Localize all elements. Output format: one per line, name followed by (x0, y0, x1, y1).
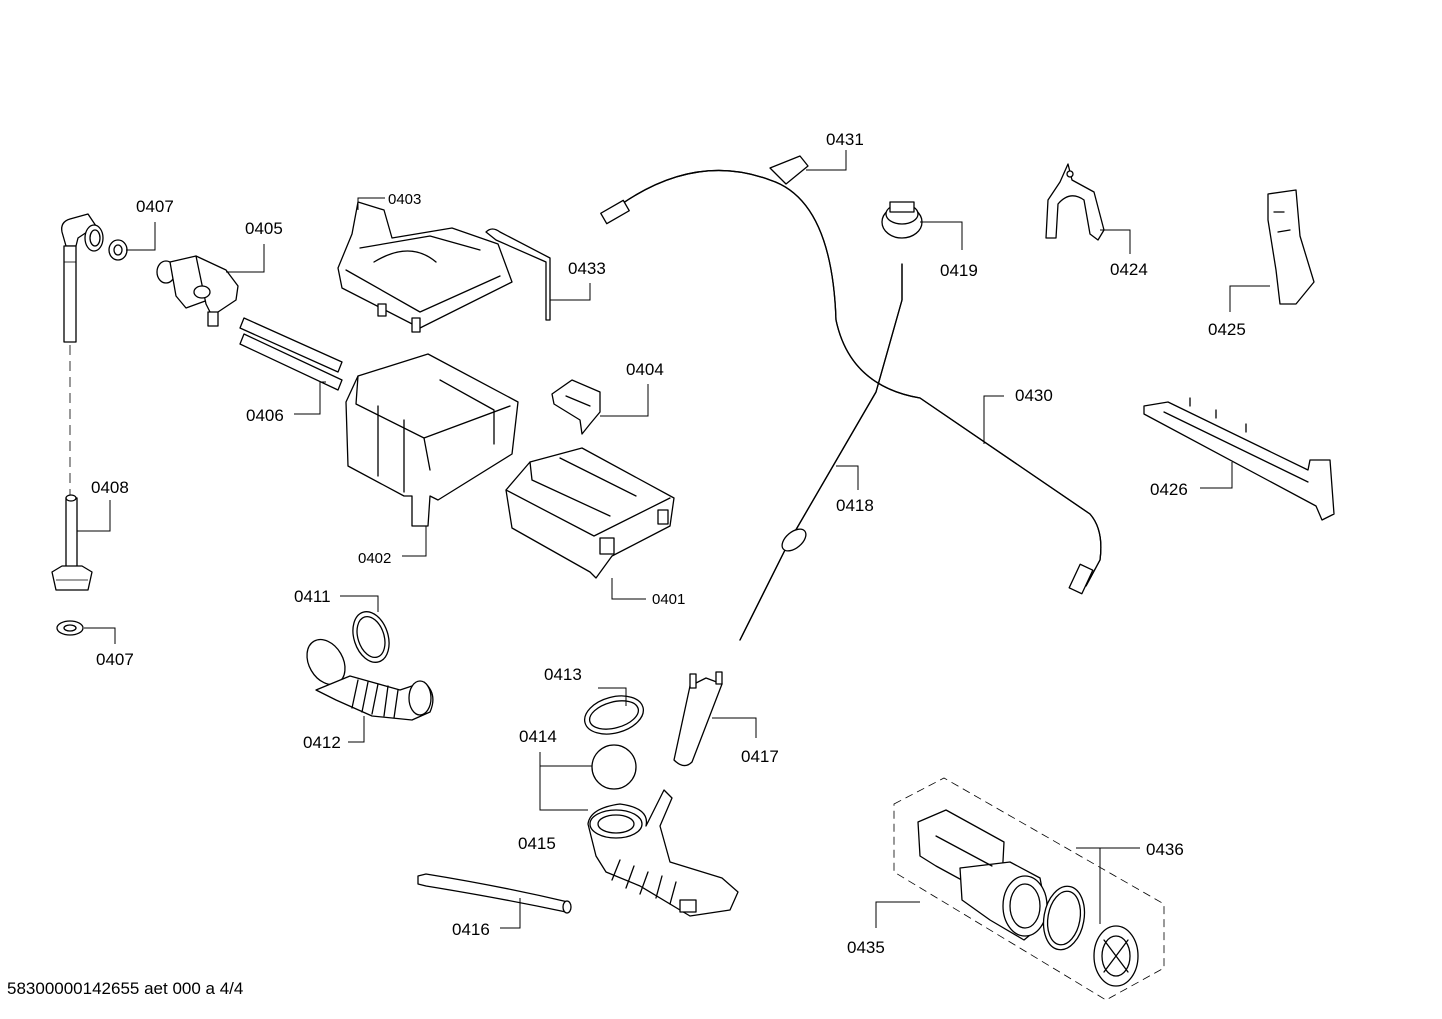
label-0415: 0415 (518, 834, 556, 853)
part-0401-detergent-drawer[interactable] (505, 447, 675, 579)
label-0417: 0417 (741, 747, 779, 766)
part-0413-seal-ring[interactable] (580, 690, 647, 740)
drawing-number-footer: 58300000142655 aet 000 a 4/4 (7, 979, 244, 998)
part-0436-filter[interactable] (1093, 925, 1139, 987)
label-0416: 0416 (452, 920, 490, 939)
leader-lines (77, 150, 1270, 929)
part-0407-elbow-connector[interactable] (61, 213, 104, 343)
part-0424-hose-bracket[interactable] (1045, 163, 1105, 241)
label-0433: 0433 (568, 259, 606, 278)
part-0402-dispenser-housing[interactable] (345, 353, 519, 527)
part-0407-washer-top[interactable] (108, 239, 128, 261)
label-0406: 0406 (246, 406, 284, 425)
part-0405-inlet-valve[interactable] (156, 255, 239, 327)
label-0419: 0419 (940, 261, 978, 280)
part-0414-ball[interactable] (591, 744, 637, 790)
part-0403-dispenser-cover[interactable] (337, 201, 551, 333)
label-0426: 0426 (1150, 480, 1188, 499)
part-0415-sump-hose[interactable] (587, 789, 739, 917)
part-0406-tubes[interactable] (239, 317, 343, 391)
label-0430: 0430 (1015, 386, 1053, 405)
label-0424: 0424 (1110, 260, 1148, 279)
label-0425: 0425 (1208, 320, 1246, 339)
label-0435: 0435 (847, 938, 885, 957)
label-0407-top: 0407 (136, 197, 174, 216)
label-0408: 0408 (91, 478, 129, 497)
label-0414: 0414 (519, 727, 557, 746)
part-0407-washer-bottom[interactable] (56, 620, 84, 636)
part-0417-pressure-chamber[interactable] (673, 671, 723, 767)
label-0413: 0413 (544, 665, 582, 684)
label-0402: 0402 (358, 550, 391, 567)
label-0412: 0412 (303, 733, 341, 752)
part-0425-bracket[interactable] (1267, 189, 1315, 305)
part-0426-cable-holder[interactable] (1143, 397, 1335, 521)
part-0419-pressure-switch[interactable] (881, 201, 923, 239)
part-0436-seal[interactable] (1039, 883, 1090, 953)
label-0436: 0436 (1146, 840, 1184, 859)
part-0416-vent-hose[interactable] (417, 873, 572, 914)
part-0412-bellows-hose[interactable] (299, 633, 434, 721)
part-0408-hose-connector[interactable] (51, 494, 93, 591)
label-0418: 0418 (836, 496, 874, 515)
part-0418-pressure-hose[interactable] (739, 263, 903, 641)
part-0430-0431-drain-hose[interactable] (600, 155, 1102, 595)
part-0435-drain-pump-assembly[interactable] (893, 777, 1165, 1001)
label-0403: 0403 (388, 191, 421, 208)
label-0407-bottom: 0407 (96, 650, 134, 669)
label-0405: 0405 (245, 219, 283, 238)
label-0431: 0431 (826, 130, 864, 149)
part-0411-o-ring[interactable] (347, 607, 395, 667)
part-0404-siphon-cap[interactable] (551, 379, 601, 435)
label-0404: 0404 (626, 360, 664, 379)
part-labels: 0407 0405 0403 0433 0404 0406 0402 0401 … (91, 130, 1246, 957)
label-0401: 0401 (652, 591, 685, 608)
label-0411: 0411 (294, 587, 331, 606)
